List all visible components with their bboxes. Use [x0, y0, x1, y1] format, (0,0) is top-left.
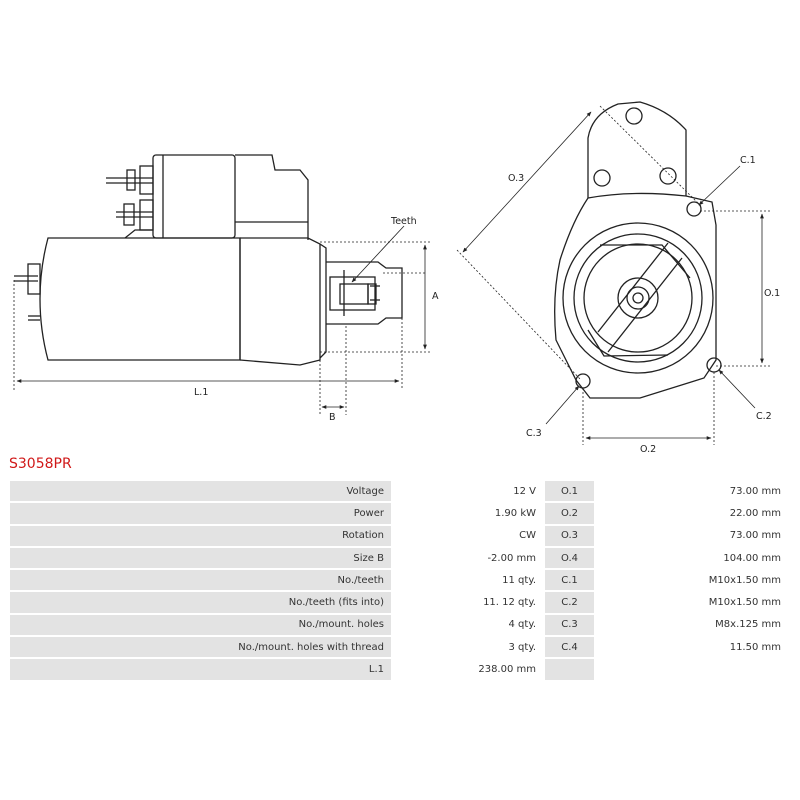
spec-value: 4 qty. — [393, 614, 543, 636]
spec-value: 11. 12 qty. — [393, 592, 543, 613]
technical-drawing: Teeth A B L.1 — [13, 101, 780, 455]
spec-value: -2.00 mm — [393, 547, 543, 569]
spec-code: C.2 — [545, 592, 594, 613]
spec-code-value: 73.00 mm — [596, 481, 788, 502]
dimension-l1-label: L.1 — [194, 387, 208, 398]
spec-code: O.4 — [545, 547, 594, 569]
spec-code-value: M10x1.50 mm — [596, 592, 788, 613]
front-dimensions — [456, 105, 770, 445]
spec-code-value: M8x.125 mm — [596, 614, 788, 636]
part-code: S3058PR — [9, 456, 72, 472]
dimension-o2-label: O.2 — [640, 444, 656, 455]
side-dimensions — [13, 225, 430, 415]
dimension-o3-label: O.3 — [508, 173, 524, 184]
teeth-label: Teeth — [390, 216, 417, 227]
thread-c3-label: C.3 — [526, 428, 542, 439]
dimension-a-label: A — [432, 291, 439, 302]
spec-value: 12 V — [393, 481, 543, 502]
spec-value: 11 qty. — [393, 570, 543, 591]
spec-value: 1.90 kW — [393, 503, 543, 524]
spec-label: No./teeth — [10, 570, 391, 591]
spec-label: Size B — [10, 547, 391, 569]
spec-code: C.3 — [545, 614, 594, 636]
spec-label: No./mount. holes — [10, 614, 391, 636]
dimension-b-label: B — [329, 412, 336, 423]
dimension-o1-label: O.1 — [764, 288, 780, 299]
starter-side-view — [14, 154, 403, 366]
spec-code: C.4 — [545, 637, 594, 658]
spec-value: 238.00 mm — [393, 659, 543, 680]
spec-value: 3 qty. — [393, 637, 543, 658]
spec-code: O.1 — [545, 481, 594, 502]
starter-front-view — [554, 101, 722, 399]
spec-label: Rotation — [10, 525, 391, 546]
spec-code-value: 11.50 mm — [596, 637, 788, 658]
spec-code — [545, 659, 594, 680]
spec-value: CW — [393, 525, 543, 546]
spec-code-value: 104.00 mm — [596, 547, 788, 569]
spec-code-value: M10x1.50 mm — [596, 570, 788, 591]
spec-label: Power — [10, 503, 391, 524]
spec-code: O.3 — [545, 525, 594, 546]
spec-code: C.1 — [545, 570, 594, 591]
spec-code-value: 73.00 mm — [596, 525, 788, 546]
spec-code: O.2 — [545, 503, 594, 524]
spec-label: L.1 — [10, 659, 391, 680]
spec-label: No./teeth (fits into) — [10, 592, 391, 613]
spec-label: Voltage — [10, 481, 391, 502]
thread-c2-label: C.2 — [756, 411, 772, 422]
spec-label: No./mount. holes with thread — [10, 637, 391, 658]
thread-c1-label: C.1 — [740, 155, 756, 166]
spec-code-value — [596, 659, 788, 680]
spec-code-value: 22.00 mm — [596, 503, 788, 524]
